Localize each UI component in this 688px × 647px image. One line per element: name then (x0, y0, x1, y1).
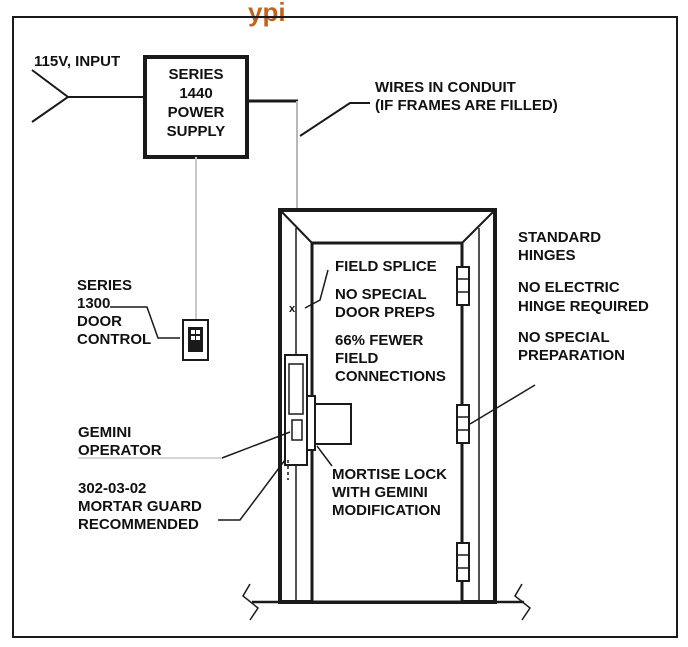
door-control-label-2: 1300 (77, 295, 110, 312)
input-label: 115V, INPUT (34, 53, 120, 70)
door-control-label-4: CONTROL (77, 331, 151, 348)
door-control-leader (110, 306, 180, 339)
wires-label-2: (IF FRAMES ARE FILLED) (375, 97, 558, 114)
door-control-device (182, 319, 209, 361)
fewer-connections-label-1: 66% FEWER (335, 332, 424, 349)
gemini-operator-label-2: OPERATOR (78, 442, 162, 459)
door-control-label-3: DOOR (77, 313, 122, 330)
no-special-prep-label-2: PREPARATION (518, 347, 625, 364)
hinge-middle (456, 404, 470, 444)
gemini-operator (284, 354, 308, 466)
floor-break-right (514, 583, 532, 621)
mortar-guard-label-3: RECOMMENDED (78, 516, 199, 533)
mortise-leader (316, 445, 333, 467)
frame-corner-tl (279, 209, 313, 244)
wires-leader (299, 102, 370, 137)
no-electric-hinge-label-1: NO ELECTRIC (518, 279, 620, 296)
title-fragment: ypi (248, 0, 286, 27)
operator-leader (221, 431, 291, 459)
fewer-connections-label-2: FIELD (335, 350, 378, 367)
standard-hinges-label-2: HINGES (518, 247, 576, 264)
outer-border (12, 16, 678, 638)
mortar-guard-label-2: MORTAR GUARD (78, 498, 202, 515)
power-supply-label-1: SERIES (168, 66, 223, 83)
mortise-lock (306, 395, 352, 451)
gemini-operator-label-1: GEMINI (78, 424, 131, 441)
field-splice-label: FIELD SPLICE (335, 258, 437, 275)
mortar-guard-label-1: 302-03-02 (78, 480, 146, 497)
no-electric-hinge-label-2: HINGE REQUIRED (518, 298, 649, 315)
splice-marker: x (289, 303, 296, 315)
door-control-label-1: SERIES (77, 277, 132, 294)
mortise-lock-label-1: MORTISE LOCK (332, 466, 447, 483)
hinge-leader (469, 384, 536, 425)
hinge-top (456, 266, 470, 306)
hinge-bottom (456, 542, 470, 582)
mortar-guard-leader (218, 459, 286, 521)
mortise-lock-label-2: WITH GEMINI (332, 484, 428, 501)
field-splice-leader (304, 269, 329, 309)
power-supply-label-4: SUPPLY (167, 123, 226, 140)
no-special-door-preps-label-2: DOOR PREPS (335, 304, 435, 321)
mortise-lock-label-3: MODIFICATION (332, 502, 441, 519)
frame-corner-tr (461, 209, 496, 244)
floor-break-left (242, 583, 260, 621)
standard-hinges-label-1: STANDARD (518, 229, 601, 246)
power-supply-label-3: POWER (168, 104, 225, 121)
power-supply-label-2: 1440 (179, 85, 212, 102)
no-special-prep-label-1: NO SPECIAL (518, 329, 610, 346)
input-wire-fork (31, 69, 145, 123)
wires-label-1: WIRES IN CONDUIT (375, 79, 516, 96)
fewer-connections-label-3: CONNECTIONS (335, 368, 446, 385)
no-special-door-preps-label-1: NO SPECIAL (335, 286, 427, 303)
